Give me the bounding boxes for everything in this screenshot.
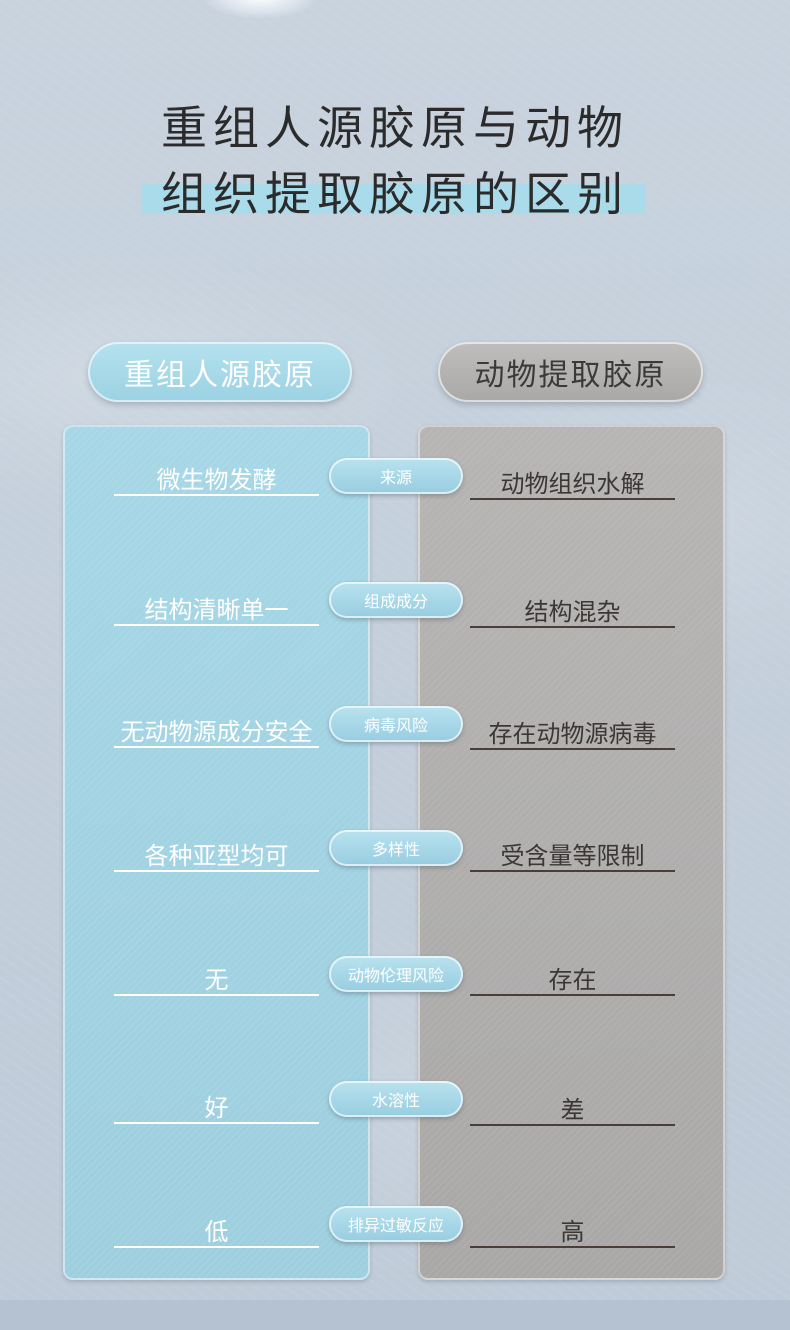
header-recombinant-collagen: 重组人源胶原 — [88, 342, 352, 402]
row-ethics-risk-left: 无 — [114, 960, 319, 996]
row-allergy-right: 高 — [470, 1212, 675, 1248]
row-allergy-label: 排异过敏反应 — [329, 1206, 463, 1242]
row-ethics-risk-right: 存在 — [470, 960, 675, 996]
row-solubility-left: 好 — [114, 1088, 319, 1124]
row-solubility-label: 水溶性 — [329, 1081, 463, 1117]
row-virus-risk-right: 存在动物源病毒 — [470, 714, 675, 750]
row-virus-risk-label: 病毒风险 — [329, 706, 463, 742]
row-composition-label: 组成成分 — [329, 582, 463, 618]
title-highlight-bar — [142, 184, 645, 214]
row-composition-right: 结构混杂 — [470, 592, 675, 628]
bottom-strip — [0, 1300, 790, 1330]
row-composition-left: 结构清晰单一 — [114, 590, 319, 626]
row-solubility-right: 差 — [470, 1090, 675, 1126]
page-title-line-1: 重组人源胶原与动物 — [161, 101, 629, 155]
row-ethics-risk-label: 动物伦理风险 — [329, 956, 463, 992]
row-source-left: 微生物发酵 — [114, 460, 319, 496]
animal-panel — [418, 425, 725, 1280]
header-animal-collagen: 动物提取胶原 — [438, 342, 703, 402]
row-diversity-right: 受含量等限制 — [470, 836, 675, 872]
row-virus-risk-left: 无动物源成分安全 — [114, 712, 319, 748]
row-source-label: 来源 — [329, 458, 463, 494]
row-source-right: 动物组织水解 — [470, 464, 675, 500]
page-title-line-2: 组织提取胶原的区别 — [161, 167, 629, 221]
row-diversity-label: 多样性 — [329, 830, 463, 866]
row-diversity-left: 各种亚型均可 — [114, 836, 319, 872]
decorative-ornament — [205, 0, 315, 18]
row-allergy-left: 低 — [114, 1212, 319, 1248]
